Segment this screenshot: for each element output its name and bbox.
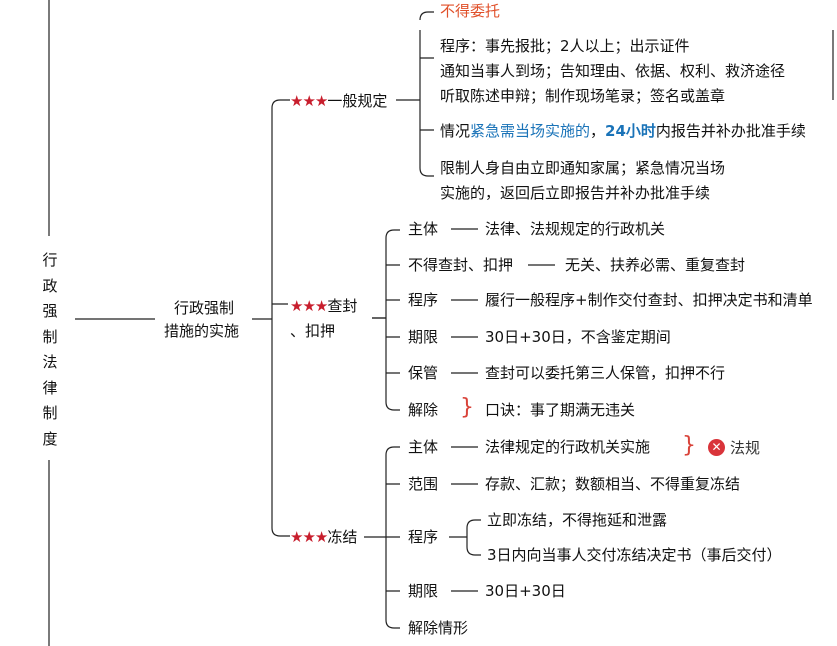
root-title-char: 法	[42, 353, 58, 371]
brace-icon: }	[460, 395, 474, 420]
freeze-procedure-key: 程序	[408, 528, 439, 546]
seize-node: ★★★查封	[290, 296, 357, 316]
urgent-highlight: 紧急需当场实施的	[470, 122, 591, 140]
seize-period-value: 30日+30日，不含鉴定期间	[485, 328, 671, 346]
root-title-char: 律	[42, 378, 58, 397]
freeze-label: 冻结	[327, 528, 358, 546]
general-urgent: 情况紧急需当场实施的，24小时内报告并补办批准手续	[440, 121, 806, 141]
root-title-char: 制	[42, 404, 58, 422]
general-procedure: 程序：事先报批；2人以上；出示证件	[440, 37, 690, 55]
general-no-delegate: 不得委托	[440, 2, 501, 20]
freeze-subject-value: 法律规定的行政机关实施	[485, 438, 651, 456]
general-hear: 听取陈述申辩；制作现场笔录；签名或盖章	[440, 87, 726, 105]
root-title-char: 行	[42, 251, 58, 269]
seize-label-1: 查封	[327, 297, 358, 315]
general-label: 一般规定	[327, 92, 388, 110]
seize-forbid-value: 无关、扶养必需、重复查封	[565, 256, 746, 274]
cross-icon: ✕	[708, 439, 725, 456]
seize-custody-value: 查封可以委托第三人保管，扣押不行	[485, 364, 726, 382]
seize-procedure-key: 程序	[408, 291, 439, 309]
seize-period-key: 期限	[408, 328, 439, 346]
urgent-suffix: 内报告并补办批准手续	[655, 122, 806, 140]
seize-label-2: 、扣押	[290, 322, 336, 340]
root-title-char: 政	[42, 276, 58, 295]
freeze-subject-note: 法规	[730, 439, 761, 457]
general-notify: 通知当事人到场；告知理由、依据、权利、救济途径	[440, 62, 786, 80]
root-title-char: 度	[42, 429, 58, 448]
urgent-hours: 24小时	[605, 122, 656, 140]
urgent-prefix: 情况	[440, 122, 471, 140]
root-title-char: 强	[42, 302, 58, 320]
freeze-scope-key: 范围	[408, 475, 439, 493]
level1-line1: 行政强制	[174, 299, 235, 317]
seize-subject-value: 法律、法规规定的行政机关	[485, 220, 666, 238]
star-icon: ★★★	[290, 528, 328, 546]
urgent-sep: ，	[590, 122, 606, 140]
star-icon: ★★★	[290, 297, 328, 315]
freeze-release-key: 解除情形	[408, 619, 469, 637]
freeze-scope-value: 存款、汇款；数额相当、不得重复冻结	[485, 475, 741, 493]
freeze-period-value: 30日+30日	[485, 582, 566, 600]
root-title-char: 制	[42, 327, 58, 346]
root-title: 行 政 强 制 法 律 制 度	[40, 248, 60, 452]
level1-line2: 措施的实施	[164, 322, 240, 340]
freeze-node: ★★★冻结	[290, 527, 357, 547]
freeze-procedure-value-2: 3日内向当事人交付冻结决定书（事后交付）	[487, 546, 782, 564]
seize-subject-key: 主体	[408, 220, 439, 238]
freeze-subject-key: 主体	[408, 438, 439, 456]
seize-procedure-value: 履行一般程序+制作交付查封、扣押决定书和清单	[485, 291, 813, 309]
freeze-period-key: 期限	[408, 582, 439, 600]
star-icon: ★★★	[290, 92, 328, 110]
general-restrict-1: 限制人身自由立即通知家属；紧急情况当场	[440, 159, 726, 177]
seize-release-value: 口诀：事了期满无违关	[485, 401, 636, 419]
general-restrict-2: 实施的，返回后立即报告并补办批准手续	[440, 184, 711, 202]
general-node: ★★★一般规定	[290, 91, 387, 111]
freeze-procedure-value-1: 立即冻结，不得拖延和泄露	[487, 511, 668, 529]
seize-custody-key: 保管	[408, 364, 439, 382]
brace-icon: }	[682, 433, 696, 458]
seize-forbid-key: 不得查封、扣押	[408, 256, 514, 274]
seize-release-key: 解除	[408, 401, 439, 419]
